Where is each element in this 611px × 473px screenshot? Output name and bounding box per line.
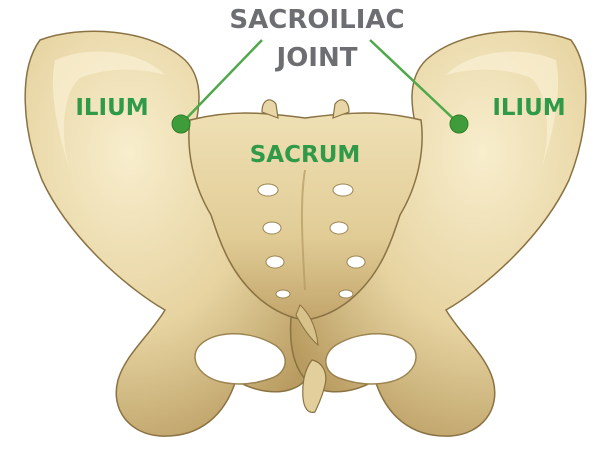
sacral-foramen-1-left (258, 184, 278, 196)
sacrum-label: SACRUM (250, 142, 361, 168)
ilium-label-right: ILIUM (492, 95, 565, 121)
sacral-foramen-2-right (330, 222, 348, 234)
sacral-foramen-3-left (266, 256, 284, 268)
sacroiliac-joint-label-line1: SACROILIAC (229, 5, 404, 35)
sacral-foramen-4-right (339, 290, 353, 298)
sacroiliac-joint-marker-left (172, 115, 190, 133)
sacral-foramen-3-right (347, 256, 365, 268)
sacral-foramen-1-right (333, 184, 353, 196)
ilium-label-left: ILIUM (75, 95, 148, 121)
sacroiliac-joint-marker-right (450, 115, 468, 133)
sacral-foramen-4-left (276, 290, 290, 298)
sacroiliac-joint-label-line2: JOINT (275, 43, 358, 73)
sacral-foramen-2-left (263, 222, 281, 234)
